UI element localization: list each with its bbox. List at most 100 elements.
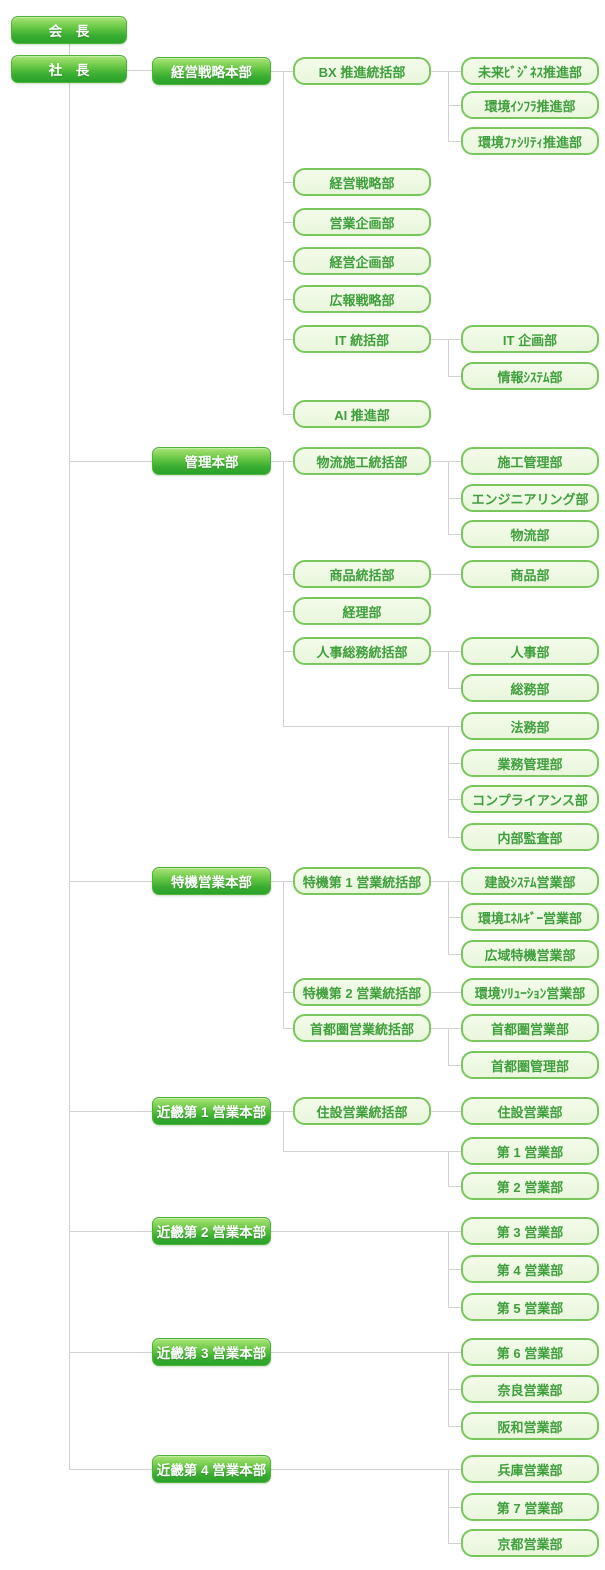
connector bbox=[448, 1269, 461, 1270]
president-box: 社 長 bbox=[11, 55, 127, 83]
unit-box: 住設営業統括部 bbox=[293, 1097, 431, 1125]
division-box-kinki-2: 近畿第 2 営業本部 bbox=[152, 1217, 271, 1245]
dept-box: 商品部 bbox=[461, 560, 599, 588]
connector bbox=[448, 954, 461, 955]
unit-box: 営業企画部 bbox=[293, 208, 431, 236]
connector bbox=[69, 881, 152, 882]
dept-box: 人事部 bbox=[461, 637, 599, 665]
unit-box: AI 推進部 bbox=[293, 400, 431, 428]
dept-box: エンジニアリング部 bbox=[461, 484, 599, 512]
division-box-kinki-3: 近畿第 3 営業本部 bbox=[152, 1338, 271, 1366]
unit-box: BX 推進統括部 bbox=[293, 57, 431, 85]
dept-box: 第 3 営業部 bbox=[461, 1217, 599, 1245]
connector bbox=[448, 105, 461, 106]
connector bbox=[448, 688, 461, 689]
connector bbox=[69, 83, 70, 1469]
connector bbox=[283, 1111, 284, 1151]
connector bbox=[283, 881, 284, 1028]
connector bbox=[271, 1111, 293, 1112]
connector bbox=[448, 1307, 461, 1308]
unit-box: 経理部 bbox=[293, 597, 431, 625]
dept-box: 内部監査部 bbox=[461, 823, 599, 851]
connector bbox=[448, 1469, 449, 1543]
connector bbox=[69, 461, 152, 462]
dept-box: 広域特機営業部 bbox=[461, 940, 599, 968]
connector bbox=[448, 1389, 461, 1390]
connector bbox=[448, 651, 449, 688]
dept-box: 法務部 bbox=[461, 712, 599, 740]
connector bbox=[283, 1028, 293, 1029]
connector bbox=[448, 917, 461, 918]
dept-box: 第 2 営業部 bbox=[461, 1172, 599, 1200]
connector bbox=[283, 574, 293, 575]
unit-box: 経営企画部 bbox=[293, 247, 431, 275]
dept-box: 未来ﾋﾞｼﾞﾈｽ推進部 bbox=[461, 57, 599, 85]
dept-box: 情報ｼｽﾃﾑ部 bbox=[461, 362, 599, 390]
connector bbox=[448, 1426, 461, 1427]
connector bbox=[283, 1151, 461, 1152]
unit-box: 広報戦略部 bbox=[293, 285, 431, 313]
connector bbox=[69, 1352, 152, 1353]
dept-box: 環境ｿﾘｭｰｼｮﾝ営業部 bbox=[461, 978, 599, 1006]
dept-box: 第 4 営業部 bbox=[461, 1255, 599, 1283]
dept-box: 環境ﾌｧｼﾘﾃｨ推進部 bbox=[461, 127, 599, 155]
connector bbox=[283, 182, 293, 183]
connector bbox=[271, 1352, 461, 1353]
dept-box: 総務部 bbox=[461, 674, 599, 702]
connector bbox=[448, 141, 461, 142]
unit-box: 特機第 1 営業統括部 bbox=[293, 867, 431, 895]
dept-box: 第 1 営業部 bbox=[461, 1137, 599, 1165]
dept-box: 第 7 営業部 bbox=[461, 1493, 599, 1521]
unit-box: 経営戦略部 bbox=[293, 168, 431, 196]
dept-box: コンプライアンス部 bbox=[461, 785, 599, 813]
connector bbox=[448, 763, 461, 764]
dept-box: 住設営業部 bbox=[461, 1097, 599, 1125]
connector bbox=[448, 799, 461, 800]
connector bbox=[283, 414, 293, 415]
connector bbox=[431, 574, 461, 575]
connector bbox=[283, 339, 293, 340]
connector bbox=[69, 1469, 152, 1470]
chairman-box: 会 長 bbox=[11, 16, 127, 44]
dept-box: 施工管理部 bbox=[461, 447, 599, 475]
dept-box: 第 6 営業部 bbox=[461, 1338, 599, 1366]
dept-box: 奈良営業部 bbox=[461, 1375, 599, 1403]
connector bbox=[448, 1507, 461, 1508]
connector bbox=[431, 881, 461, 882]
connector bbox=[448, 461, 449, 534]
dept-box: 環境ｴﾈﾙｷﾞｰ営業部 bbox=[461, 903, 599, 931]
division-box-kinki-1: 近畿第 1 営業本部 bbox=[152, 1097, 271, 1125]
connector bbox=[271, 71, 293, 72]
connector bbox=[283, 71, 284, 414]
connector bbox=[448, 339, 449, 376]
connector bbox=[448, 71, 449, 141]
connector bbox=[283, 461, 284, 726]
connector bbox=[448, 1028, 449, 1065]
dept-box: 阪和営業部 bbox=[461, 1412, 599, 1440]
connector bbox=[448, 498, 461, 499]
unit-box: 物流施工統括部 bbox=[293, 447, 431, 475]
dept-box: 兵庫営業部 bbox=[461, 1455, 599, 1483]
unit-box: IT 統括部 bbox=[293, 325, 431, 353]
division-box-keiei-senryaku: 経営戦略本部 bbox=[152, 57, 271, 85]
dept-box: 京都営業部 bbox=[461, 1529, 599, 1557]
unit-box: 人事総務統括部 bbox=[293, 637, 431, 665]
connector bbox=[448, 1186, 461, 1187]
connector bbox=[448, 376, 461, 377]
unit-box: 首都圏営業統括部 bbox=[293, 1014, 431, 1042]
connector bbox=[283, 651, 293, 652]
connector bbox=[431, 1111, 461, 1112]
division-box-kinki-4: 近畿第 4 営業本部 bbox=[152, 1455, 271, 1483]
connector bbox=[448, 1543, 461, 1544]
connector bbox=[448, 534, 461, 535]
connector bbox=[431, 992, 461, 993]
connector bbox=[271, 881, 293, 882]
dept-box: 物流部 bbox=[461, 520, 599, 548]
dept-box: IT 企画部 bbox=[461, 325, 599, 353]
dept-box: 首都圏営業部 bbox=[461, 1014, 599, 1042]
dept-box: 業務管理部 bbox=[461, 749, 599, 777]
connector bbox=[283, 611, 293, 612]
connector bbox=[431, 651, 461, 652]
connector bbox=[283, 222, 293, 223]
